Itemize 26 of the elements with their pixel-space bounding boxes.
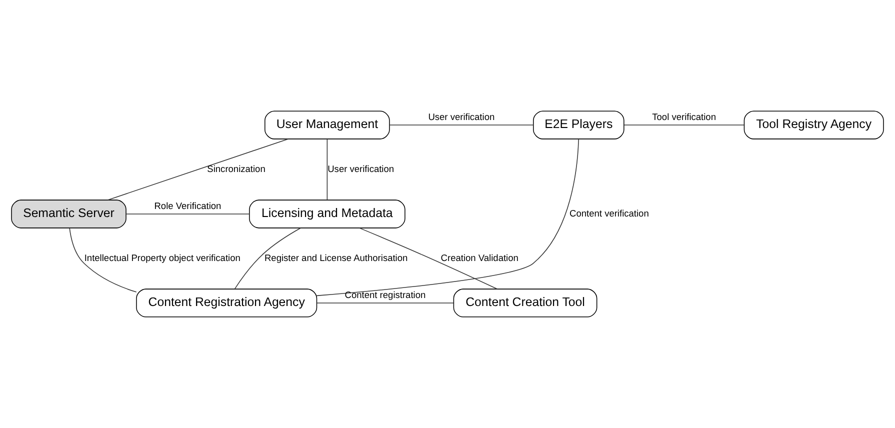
node-box: Tool Registry Agency	[744, 110, 884, 140]
edge-label: User verification	[328, 164, 394, 174]
node-box: Content Creation Tool	[453, 288, 598, 318]
connector	[358, 228, 498, 290]
connector	[234, 228, 302, 290]
node-box: Licensing and Metadata	[249, 200, 406, 228]
connector	[69, 228, 137, 292]
node-box: Semantic Server	[11, 200, 126, 228]
connector	[316, 138, 579, 296]
edge-label: Sincronization	[207, 164, 266, 174]
node-box: Content Registration Agency	[136, 288, 318, 318]
connector	[316, 302, 454, 304]
connector	[107, 138, 289, 200]
node-box: User Management	[264, 110, 390, 140]
edge-label: Content verification	[570, 208, 649, 218]
edge-label: Intellectual Property object verification	[84, 252, 240, 263]
connector	[326, 138, 328, 200]
edge-label: Role Verification	[154, 201, 222, 212]
edge-label: Creation Validation	[440, 252, 518, 263]
connector	[624, 124, 744, 126]
node-box: E2E Players	[533, 110, 624, 140]
edge-label: Content registration	[344, 290, 426, 300]
edge-label: Tool verification	[652, 112, 716, 122]
connector	[389, 124, 534, 126]
edge-label: User verification	[428, 112, 495, 122]
edge-label: Register and License Authorisation	[264, 252, 408, 263]
